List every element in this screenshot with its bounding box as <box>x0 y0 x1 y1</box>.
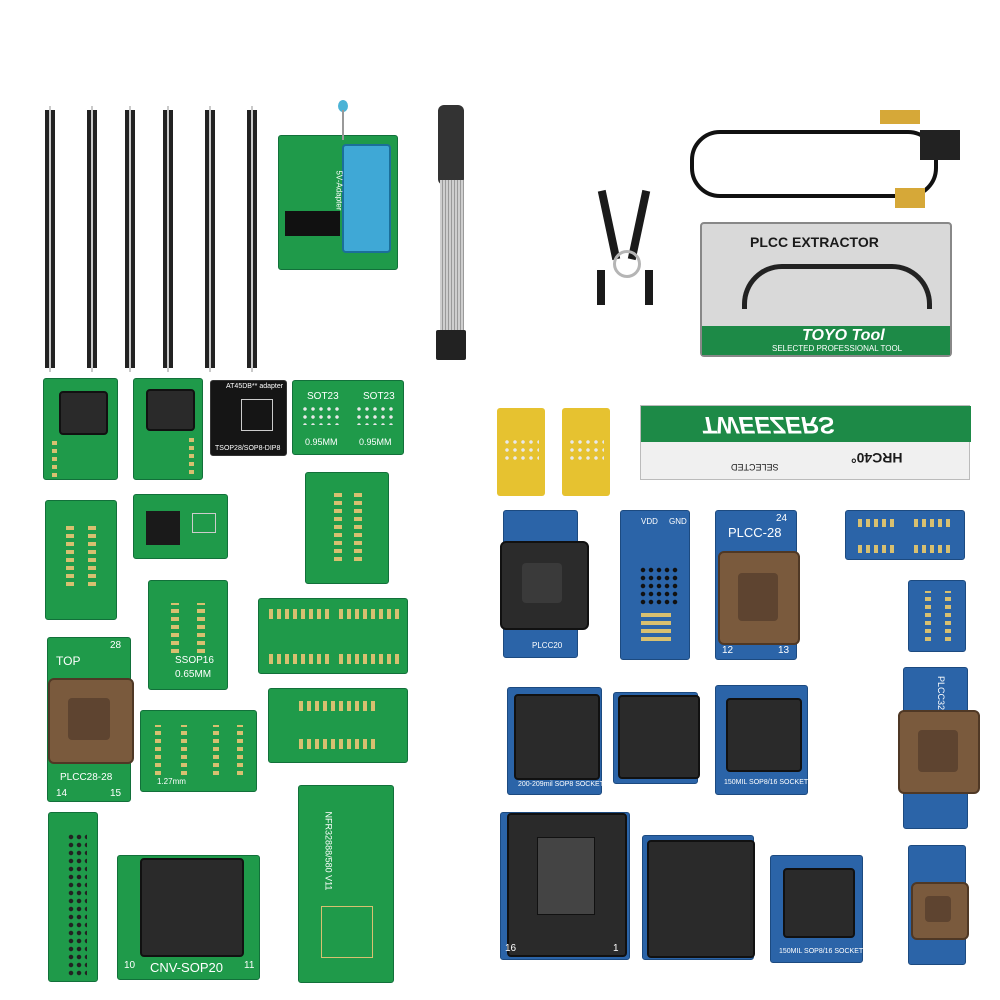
ssop16-adapter: SSOP16 0.65MM <box>148 580 228 690</box>
plcc28-blue-label: PLCC-28 <box>728 525 782 540</box>
plcc28-socket <box>48 678 134 764</box>
pitch-label: 1.27mm <box>157 777 186 786</box>
pin-13-label: 13 <box>778 645 790 656</box>
sop16-socket-blue <box>642 835 755 960</box>
tweezers-note: SELECTED <box>731 462 779 472</box>
pin-14-label: 14 <box>56 788 68 799</box>
plcc20-label: PLCC20 <box>532 641 563 650</box>
extractor-tagline: SELECTED PROFESSIONAL TOOL <box>772 344 903 353</box>
tsop-socket-blue: 16 1 <box>500 812 630 960</box>
sop8-socket-label: 200-209mil SOP8 SOCKET <box>518 781 604 788</box>
lvds-cable <box>690 110 970 210</box>
sot23-pitch-a: 0.95MM <box>305 437 338 447</box>
pin-15-label: 15 <box>110 788 122 799</box>
dual-sop-blue-adapter <box>845 510 965 560</box>
small-chip-adapter <box>133 494 228 559</box>
tweezers-title: TWEEZERS <box>701 411 835 438</box>
tweezers-package: TWEEZERS HRC40° SELECTED <box>640 405 971 480</box>
chip <box>285 211 340 236</box>
plcc-extractor-title: PLCC EXTRACTOR <box>750 234 879 250</box>
pin-11-label: 11 <box>244 960 255 971</box>
soic-socket-label-2: 150MIL SOP8/16 SOCKET <box>779 948 864 955</box>
sop20-socket <box>140 858 244 957</box>
yellow-adapter-1 <box>497 408 545 496</box>
pin-10-label: 10 <box>124 960 136 971</box>
pin-24-label: 24 <box>776 513 788 524</box>
at45db-label: AT45DB** adapter <box>226 383 284 390</box>
dual-soic-adapter <box>258 598 408 674</box>
zif-lever <box>336 100 348 140</box>
cnv-sop20-board: 10 CNV-SOP20 11 <box>117 855 260 980</box>
yellow-adapter-2 <box>562 408 610 496</box>
plcc32-adapter: PLCC32 <box>898 667 980 829</box>
cnv-sop20-label: CNV-SOP20 <box>150 960 223 975</box>
sop8-socket-blue-1: 200-209mil SOP8 SOCKET <box>507 687 604 795</box>
at45db-adapter: AT45DB** adapter TSOP28/SOP8-DIP8 <box>210 380 287 456</box>
tsop28-label: TSOP28/SOP8-DIP8 <box>215 445 281 452</box>
pin-1-label: 1 <box>613 943 619 954</box>
ssop-adapter-board-1 <box>45 500 117 620</box>
zif-socket <box>342 144 391 253</box>
pin-12-label: 12 <box>722 645 734 656</box>
plcc-extractor-package: PLCC EXTRACTOR TOYO Tool SELECTED PROFES… <box>700 222 952 357</box>
soic-clip-ribbon-cable <box>430 105 480 365</box>
plcc28-top-label: TOP <box>56 654 81 668</box>
sop16-adapter <box>305 472 389 584</box>
ssop20-adapter-pair: 1.27mm <box>140 710 257 792</box>
sop8-socket-blue-2 <box>613 692 700 784</box>
sop8-socket-board-2 <box>133 378 203 480</box>
plcc20-adapter: PLCC20 <box>500 510 589 658</box>
plcc28-adapter: TOP 28 PLCC28-28 14 15 <box>47 637 134 802</box>
ssop16-pitch: 0.65MM <box>175 669 212 680</box>
gnd-label: GND <box>669 517 687 526</box>
sop16-dip8-adapter: VDD GND <box>620 510 690 660</box>
v5-adapter-board: 5V-Adapter <box>278 135 398 270</box>
nand-label: NFR32888/580 V11 <box>323 811 334 891</box>
plcc28-blue-adapter: PLCC-28 24 12 13 <box>715 510 800 660</box>
sot23-label-b: SOT23 <box>363 391 395 402</box>
soic-socket-label: 150MIL SOP8/16 SOCKET <box>724 779 809 786</box>
test-clip <box>595 189 660 310</box>
sop28-adapter <box>268 688 408 763</box>
extractor-brand: TOYO Tool <box>802 327 885 344</box>
pin-header-strips <box>45 106 270 372</box>
pin-28-label: 28 <box>110 640 122 651</box>
sot23-pitch-b: 0.95MM <box>359 437 392 447</box>
sot23-board: SOT23 SOT23 0.95MM 0.95MM <box>292 380 404 455</box>
lcd-led-code-chip-board <box>48 812 98 982</box>
ssop-blue-adapter <box>908 580 966 652</box>
pin-16-label: 16 <box>505 943 517 954</box>
sop8-socket-board-1 <box>43 378 118 480</box>
v5-adapter-label: 5V-Adapter <box>334 170 344 211</box>
tweezers-model: HRC40° <box>851 450 903 466</box>
plcc32-label: PLCC32 <box>936 675 947 711</box>
soic-socket-blue-2: 150MIL SOP8/16 SOCKET <box>770 855 863 963</box>
ssop16-label: SSOP16 <box>175 655 214 666</box>
nand-adapter-board: NFR32888/580 V11 <box>298 785 394 983</box>
vdd-label: VDD <box>641 517 658 526</box>
sot23-label-a: SOT23 <box>307 391 339 402</box>
plcc-small-blue <box>908 845 969 965</box>
soic-socket-blue-1: 150MIL SOP8/16 SOCKET <box>715 685 808 795</box>
plcc28-label: PLCC28-28 <box>60 772 113 783</box>
